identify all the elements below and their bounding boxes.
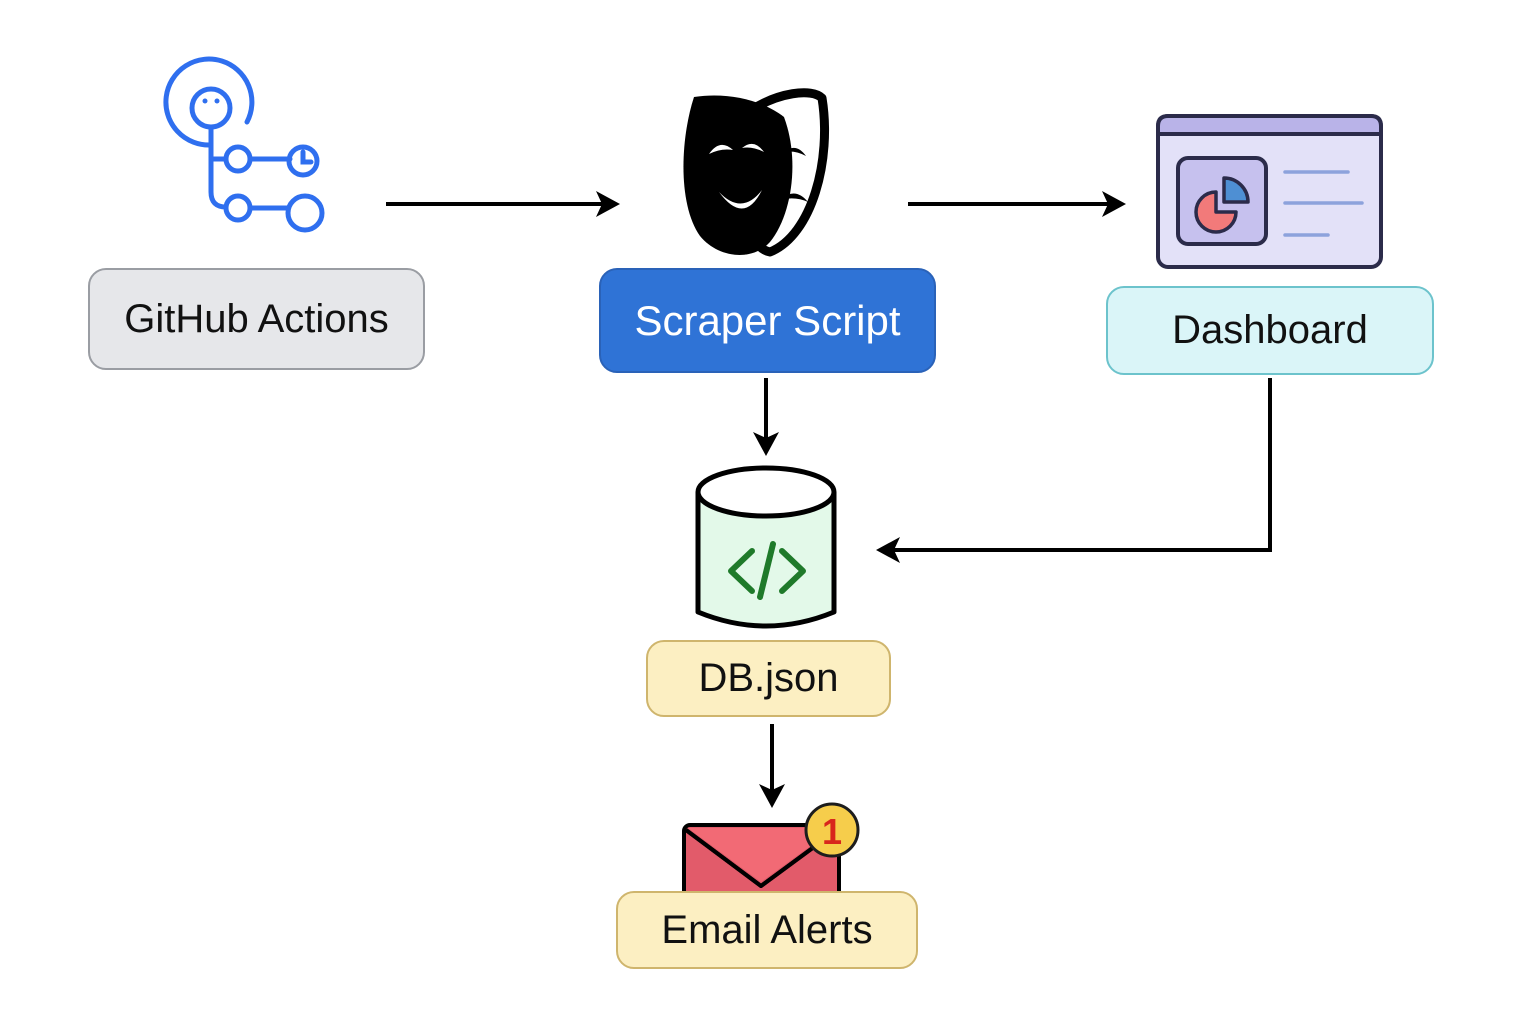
edges — [386, 191, 1272, 808]
email-alerts-node: Email Alerts — [616, 891, 918, 969]
scraper-script-node: Scraper Script — [599, 268, 936, 373]
dashboard-window-icon — [1156, 114, 1383, 269]
edge-db-to-email — [759, 724, 785, 808]
edge-dashboard-to-db — [876, 378, 1272, 563]
database-code-icon — [695, 465, 837, 629]
github-actions-workflow-icon — [163, 56, 325, 233]
edge-scraper-to-dashboard — [908, 191, 1126, 217]
envelope-icon — [682, 823, 841, 899]
github-actions-node: GitHub Actions — [88, 268, 425, 370]
theater-masks-icon — [683, 88, 829, 257]
notification-badge-count: 1 — [822, 811, 842, 852]
dashboard-node: Dashboard — [1106, 286, 1434, 375]
edge-scraper-to-db — [753, 378, 779, 456]
notification-badge: 1 — [804, 802, 860, 858]
db-json-node: DB.json — [646, 640, 891, 717]
edge-github-to-scraper — [386, 191, 620, 217]
